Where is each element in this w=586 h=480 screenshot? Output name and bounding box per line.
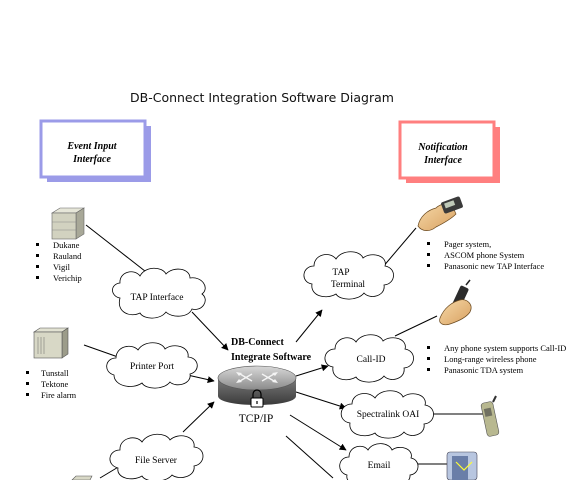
list-item: Tektone <box>41 379 68 389</box>
router-icon <box>217 365 297 405</box>
printer-port-label: Printer Port <box>130 362 174 372</box>
connector-lines <box>83 224 484 479</box>
protocol-label: TCP/IP <box>239 413 274 425</box>
email-label: Email <box>368 461 391 471</box>
cloud-tap-terminal: TAP Terminal <box>303 251 394 300</box>
notification-line2: Interface <box>423 155 462 166</box>
cloud-email: Email <box>339 443 419 480</box>
notification-box: Notification Interface <box>398 120 500 183</box>
lock-icon <box>250 389 264 408</box>
cordless-phone-icon <box>480 395 500 437</box>
panel-icon <box>33 327 69 359</box>
cloud-call-id: Call-ID <box>324 334 414 383</box>
tap-interface-label: TAP Interface <box>131 292 184 303</box>
notification-line1: Notification <box>417 142 468 153</box>
cloud-file-server: File Server <box>109 433 204 480</box>
pager-list: Pager system, ASCOM phone System Panason… <box>427 239 544 271</box>
list-item: Verichip <box>53 273 82 283</box>
list-item: Any phone system supports Call-ID <box>444 343 566 353</box>
list-item: Rauland <box>53 251 82 261</box>
event-input-line1: Event Input <box>66 141 117 152</box>
server-icon <box>50 207 86 240</box>
diagram-title: DB-Connect Integration Software Diagram <box>130 90 394 105</box>
hand-pager-icon <box>417 196 463 231</box>
file-server-label: File Server <box>135 456 178 466</box>
list-item: Pager system, <box>444 239 491 249</box>
list-item: Dukane <box>53 240 80 250</box>
tap-terminal-line2: Terminal <box>331 280 366 290</box>
phone-list: Any phone system supports Call-ID Long-r… <box>427 343 566 375</box>
hand-phone-icon <box>439 279 472 326</box>
list-item: Panasonic new TAP Interface <box>444 261 544 271</box>
list-item: ASCOM phone System <box>444 250 525 260</box>
center-name-line2: Integrate Software <box>231 352 312 363</box>
cloud-printer-port: Printer Port <box>106 342 198 389</box>
list-item: Panasonic TDA system <box>444 365 524 375</box>
cloud-spectralink: Spectralink OAI <box>340 390 434 439</box>
list-item: Tunstall <box>41 368 69 378</box>
call-id-label: Call-ID <box>356 355 385 365</box>
event-input-line2: Interface <box>72 154 111 165</box>
tap-terminal-line1: TAP <box>332 268 349 278</box>
center-name-line1: DB-Connect <box>231 337 284 348</box>
event-input-box: Event Input Interface <box>39 119 151 182</box>
spectralink-label: Spectralink OAI <box>357 410 420 420</box>
email-icon <box>446 451 478 480</box>
nurse-call-list: Dukane Rauland Vigil Verichip <box>36 240 82 283</box>
list-item: Long-range wireless phone <box>444 354 537 364</box>
list-item: Vigil <box>53 262 71 272</box>
list-item: Fire alarm <box>41 390 77 400</box>
fire-system-list: Tunstall Tektone Fire alarm <box>26 368 77 400</box>
cloud-tap-interface: TAP Interface <box>112 267 206 319</box>
partial-device-icon <box>71 475 93 480</box>
